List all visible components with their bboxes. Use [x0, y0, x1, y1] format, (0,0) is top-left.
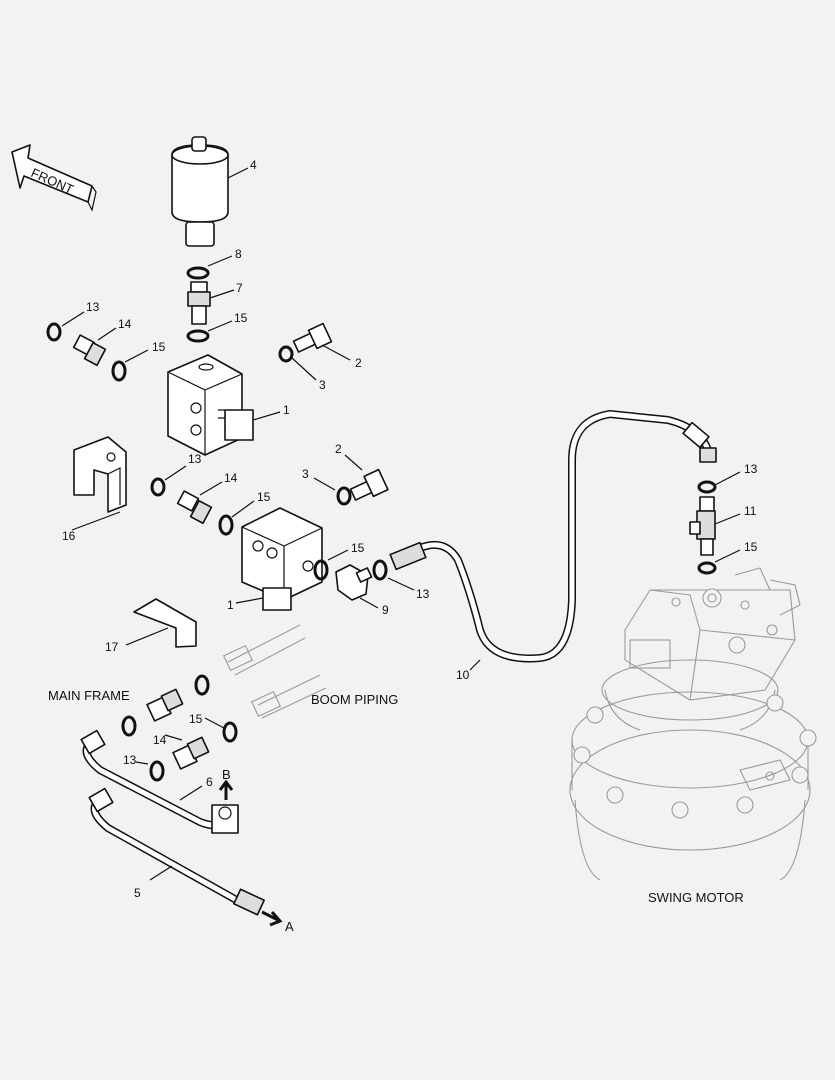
- callout: 15: [152, 340, 166, 354]
- callout: 13: [188, 452, 202, 466]
- hose-10: [389, 409, 717, 663]
- boom-piping-label: BOOM PIPING: [311, 692, 398, 707]
- front-arrow: FRONT: [11, 144, 97, 212]
- callout: 13: [86, 300, 100, 314]
- port-a-arrow: A: [261, 910, 294, 934]
- callout: 2: [355, 356, 362, 370]
- leader-lines: [61, 167, 741, 881]
- callout: 15: [189, 712, 203, 726]
- boom-piping-ghost: [223, 624, 327, 719]
- o-ring-13-right: [697, 480, 717, 494]
- callout: 15: [234, 311, 248, 325]
- callout: 13: [744, 462, 758, 476]
- o-ring-15-bottom-1: [194, 674, 210, 696]
- callout: 16: [62, 529, 76, 543]
- fitting-14-bottom-1: [146, 688, 184, 722]
- washer-3-upper: [278, 345, 294, 363]
- callout: 15: [257, 490, 271, 504]
- callout: 3: [319, 378, 326, 392]
- fitting-7: [187, 281, 211, 325]
- o-ring-15-bottom-2: [222, 721, 238, 743]
- bolt-2-lower: [349, 468, 389, 501]
- o-ring-15-right: [697, 561, 717, 575]
- o-ring-13-bottom-1: [121, 715, 137, 737]
- hose-5: [88, 787, 265, 916]
- callout: 2: [335, 442, 342, 456]
- callout: 1: [283, 403, 290, 417]
- o-ring-15-upper: [111, 360, 127, 382]
- callout: 6: [206, 775, 213, 789]
- washer-3-lower: [336, 486, 352, 506]
- callout: 8: [235, 247, 242, 261]
- hose-6: [80, 729, 239, 834]
- callout: 15: [744, 540, 758, 554]
- bracket-16: [73, 436, 127, 513]
- callout: 13: [416, 587, 430, 601]
- callout: 14: [153, 733, 167, 747]
- o-ring-15-top: [186, 329, 210, 343]
- callout: 4: [250, 158, 257, 172]
- port-a-label: A: [285, 919, 294, 934]
- o-ring-8: [186, 266, 210, 280]
- fitting-14-upper: [72, 334, 107, 367]
- o-ring-13-mid: [150, 477, 166, 497]
- main-frame-label: MAIN FRAME: [48, 688, 130, 703]
- callout: 3: [302, 467, 309, 481]
- valve-block-lower: [241, 507, 323, 611]
- valve-block-upper: [167, 354, 254, 456]
- swing-motor-ghost: [569, 567, 817, 881]
- tee-11: [689, 496, 716, 556]
- o-ring-15-mid: [218, 514, 234, 536]
- port-b-arrow: B: [218, 767, 234, 800]
- fitting-14-mid: [176, 490, 213, 525]
- sensor-4: [171, 136, 229, 247]
- callout: 17: [105, 640, 119, 654]
- o-ring-13-upper: [46, 322, 62, 342]
- callout: 11: [744, 504, 757, 518]
- bolt-2-upper: [292, 322, 333, 353]
- elbow-9: [335, 564, 373, 601]
- o-ring-13-bottom-2: [149, 760, 165, 782]
- callout: 7: [236, 281, 243, 295]
- callout: 10: [456, 668, 470, 682]
- callout: 9: [382, 603, 389, 617]
- fitting-14-bottom-2: [172, 736, 210, 770]
- callout: 14: [118, 317, 132, 331]
- callout: 1: [227, 598, 234, 612]
- callouts: 4 8 7 15 13 14 15 2 3 1 16 13 14 15 3 2 …: [62, 158, 758, 900]
- port-b-label: B: [222, 767, 231, 782]
- callout: 5: [134, 886, 141, 900]
- o-ring-13-lower: [372, 559, 388, 581]
- plate-17: [133, 598, 197, 648]
- callout: 15: [351, 541, 365, 555]
- o-ring-15-lower: [313, 559, 329, 581]
- swing-motor-label: SWING MOTOR: [648, 890, 744, 905]
- callout: 13: [123, 753, 137, 767]
- callout: 14: [224, 471, 238, 485]
